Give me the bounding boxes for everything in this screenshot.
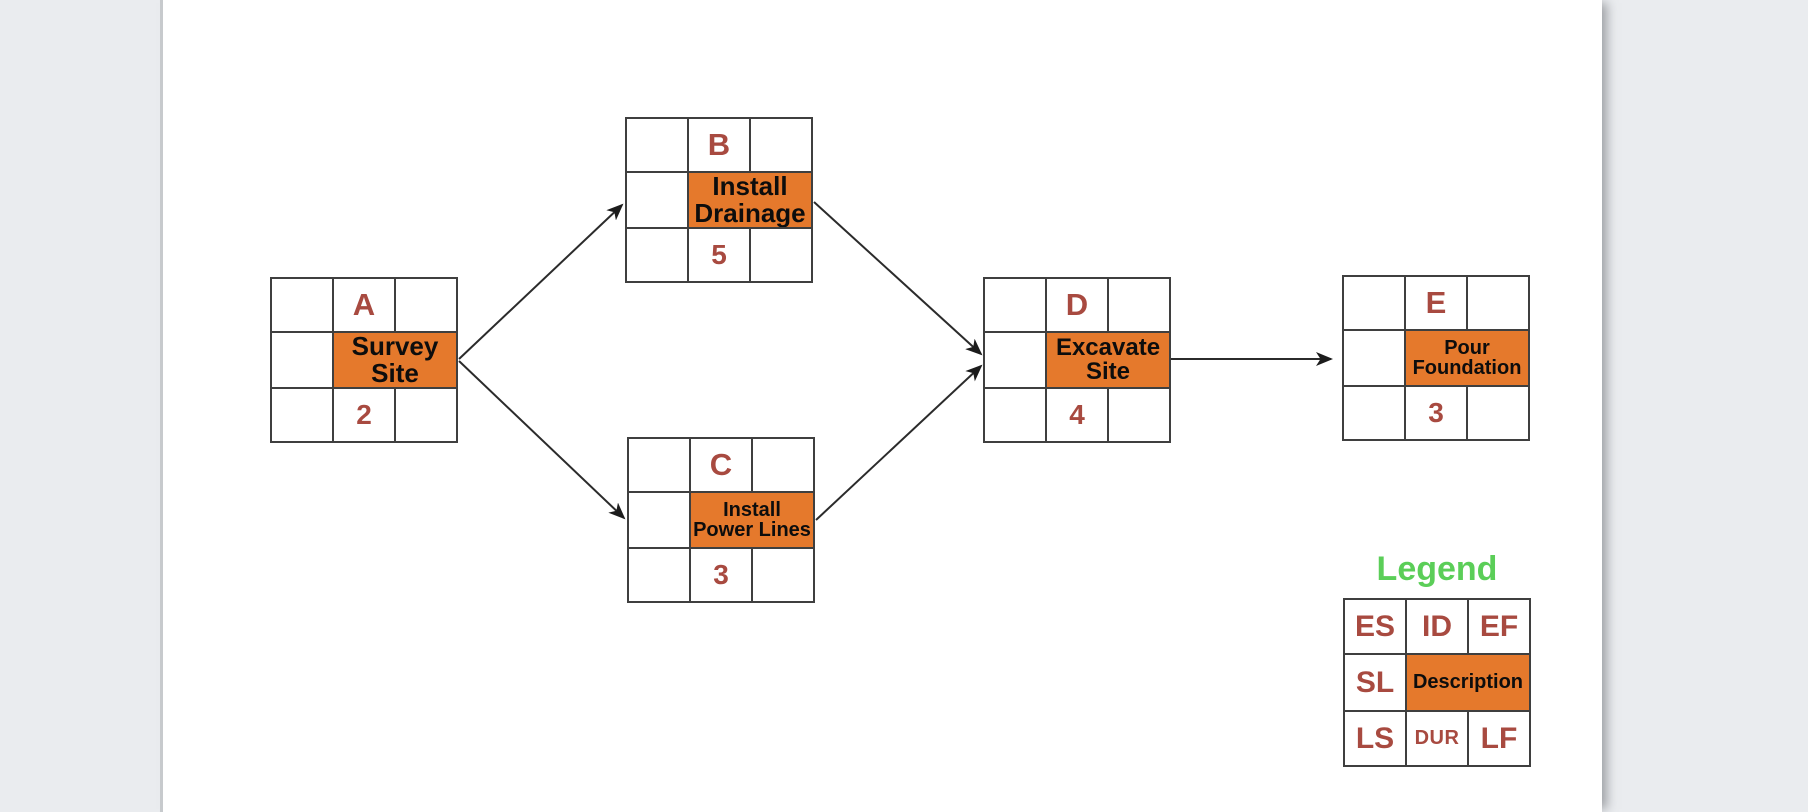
node-a-es-cell <box>272 279 332 331</box>
node-c-es-cell <box>629 439 689 491</box>
document-page: A Survey Site 2 B Install Drainage <box>160 0 1602 812</box>
legend-ef-label: EF <box>1479 609 1519 643</box>
legend-id-label: ID <box>1422 609 1452 643</box>
node-a-lf-cell <box>396 389 456 441</box>
node-e-ef-cell <box>1468 277 1528 329</box>
node-c-ef-cell <box>753 439 813 491</box>
node-e-dur-cell: 3 <box>1406 387 1466 439</box>
node-d-es-cell <box>985 279 1045 331</box>
node-b-id-cell: B <box>689 119 749 171</box>
legend-description-label: Description <box>1412 671 1524 693</box>
node-b-sl-cell <box>627 173 687 227</box>
node-d-sl-cell <box>985 333 1045 387</box>
edge-b-to-d-arrow <box>813 201 983 356</box>
legend-es-label: ES <box>1354 609 1396 643</box>
node-c-description: Install Power Lines <box>693 498 811 541</box>
node-a: A Survey Site 2 <box>270 277 458 443</box>
node-a-id-cell: A <box>334 279 394 331</box>
node-a-sl-cell <box>272 333 332 387</box>
node-e-lf-cell <box>1468 387 1528 439</box>
node-e: E Pour Foundation 3 <box>1342 275 1530 441</box>
legend-dur-label: DUR <box>1414 727 1460 749</box>
legend-ls-label: LS <box>1355 721 1395 755</box>
legend-sl-label: SL <box>1355 665 1395 699</box>
node-d-description: Excavate Site <box>1055 333 1161 385</box>
edge-c-to-d-arrow <box>815 364 983 521</box>
legend-ls-cell: LS <box>1345 712 1405 765</box>
node-c-id: C <box>709 447 733 482</box>
edge-a-to-b-arrow <box>458 203 624 360</box>
legend-lf-label: LF <box>1480 721 1518 755</box>
node-e-id: E <box>1425 285 1447 320</box>
node-d-dur-cell: 4 <box>1047 389 1107 441</box>
legend-grid: ES ID EF SL Description LS DUR LF <box>1343 598 1531 767</box>
node-e-es-cell <box>1344 277 1404 329</box>
node-d-id-cell: D <box>1047 279 1107 331</box>
edge-a-to-c-arrow <box>458 360 626 520</box>
node-b-duration: 5 <box>711 239 727 270</box>
legend-description-cell: Description <box>1407 655 1529 710</box>
node-d-lf-cell <box>1109 389 1169 441</box>
node-c-lf-cell <box>753 549 813 601</box>
node-e-description: Pour Foundation <box>1412 336 1522 379</box>
node-a-ef-cell <box>396 279 456 331</box>
node-a-id: A <box>352 287 376 322</box>
node-c-ls-cell <box>629 549 689 601</box>
node-b-lf-cell <box>751 229 811 281</box>
node-d-ls-cell <box>985 389 1045 441</box>
node-b-description-cell: Install Drainage <box>689 173 811 227</box>
node-d-id: D <box>1065 287 1089 322</box>
node-d-description-cell: Excavate Site <box>1047 333 1169 387</box>
legend-sl-cell: SL <box>1345 655 1405 710</box>
node-b-ls-cell <box>627 229 687 281</box>
node-a-duration: 2 <box>356 399 372 430</box>
node-a-description: Survey Site <box>351 333 439 387</box>
diagram-canvas: A Survey Site 2 B Install Drainage <box>163 0 1605 812</box>
node-e-id-cell: E <box>1406 277 1466 329</box>
node-e-ls-cell <box>1344 387 1404 439</box>
node-b-es-cell <box>627 119 687 171</box>
legend-title: Legend <box>1376 550 1498 588</box>
legend-dur-cell: DUR <box>1407 712 1467 765</box>
node-e-description-cell: Pour Foundation <box>1406 331 1528 385</box>
node-d-ef-cell <box>1109 279 1169 331</box>
node-b-description: Install Drainage <box>694 173 806 227</box>
node-b-ef-cell <box>751 119 811 171</box>
node-c-id-cell: C <box>691 439 751 491</box>
node-c-sl-cell <box>629 493 689 547</box>
node-c: C Install Power Lines 3 <box>627 437 815 603</box>
node-d: D Excavate Site 4 <box>983 277 1171 443</box>
node-c-duration: 3 <box>713 559 729 590</box>
node-d-duration: 4 <box>1069 399 1085 430</box>
node-e-duration: 3 <box>1428 397 1444 428</box>
legend-lf-cell: LF <box>1469 712 1529 765</box>
node-b: B Install Drainage 5 <box>625 117 813 283</box>
legend-id-cell: ID <box>1407 600 1467 653</box>
node-a-ls-cell <box>272 389 332 441</box>
node-a-description-cell: Survey Site <box>334 333 456 387</box>
node-c-dur-cell: 3 <box>691 549 751 601</box>
node-b-id: B <box>707 127 731 162</box>
legend-es-cell: ES <box>1345 600 1405 653</box>
node-b-dur-cell: 5 <box>689 229 749 281</box>
node-a-dur-cell: 2 <box>334 389 394 441</box>
legend-ef-cell: EF <box>1469 600 1529 653</box>
node-c-description-cell: Install Power Lines <box>691 493 813 547</box>
node-e-sl-cell <box>1344 331 1404 385</box>
